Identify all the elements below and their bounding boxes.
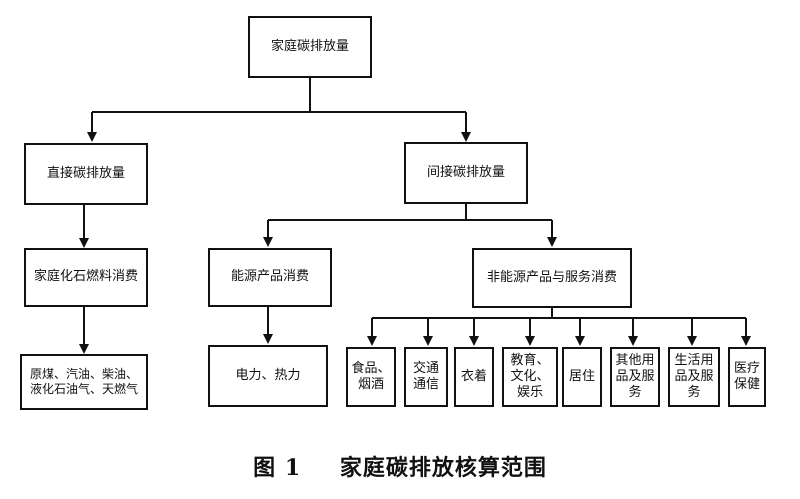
diagram-connectors	[79, 78, 751, 354]
figure-caption: 图 1 家庭碳排放核算范围	[0, 450, 800, 482]
node-label-line: 液化石油气、天燃气	[29, 382, 138, 396]
node-indirect-emissions: 间接碳排放量	[404, 142, 528, 204]
figure-title: 家庭碳排放核算范围	[339, 455, 547, 481]
node-fossil-fuel-items: 原煤、汽油、柴油、 液化石油气、天燃气	[20, 354, 148, 410]
node-label-line: 原煤、汽油、柴油、	[29, 367, 138, 381]
node-daily-goods-services: 生活用品及服务	[668, 347, 720, 407]
node-household-carbon-emissions: 家庭碳排放量	[248, 16, 372, 78]
node-label: 家庭化石燃料消费	[33, 269, 138, 285]
node-medical-health: 医疗保健	[728, 347, 766, 407]
node-electricity-heat: 电力、热力	[208, 345, 328, 407]
node-label: 电力、热力	[235, 367, 301, 383]
node-label: 直接碳排放量	[46, 165, 125, 181]
node-education-culture-entertainment: 教育、文化、娱乐	[502, 347, 558, 407]
node-household-fossil-fuel: 家庭化石燃料消费	[24, 248, 148, 307]
node-clothing: 衣着	[454, 347, 494, 407]
node-housing: 居住	[562, 347, 602, 407]
node-label: 非能源产品与服务消费	[486, 269, 617, 285]
node-direct-emissions: 直接碳排放量	[24, 143, 148, 205]
node-transport-communication: 交通通信	[404, 347, 448, 407]
node-label: 家庭碳排放量	[270, 38, 349, 54]
node-label: 间接碳排放量	[426, 164, 505, 180]
node-other-goods-services: 其他用品及服务	[610, 347, 660, 407]
node-food-tobacco: 食品、烟酒	[346, 347, 396, 407]
node-label: 能源产品消费	[230, 269, 309, 285]
node-non-energy-products-services: 非能源产品与服务消费	[472, 248, 632, 308]
node-energy-products: 能源产品消费	[208, 248, 332, 307]
figure-number: 图 1	[253, 455, 302, 481]
